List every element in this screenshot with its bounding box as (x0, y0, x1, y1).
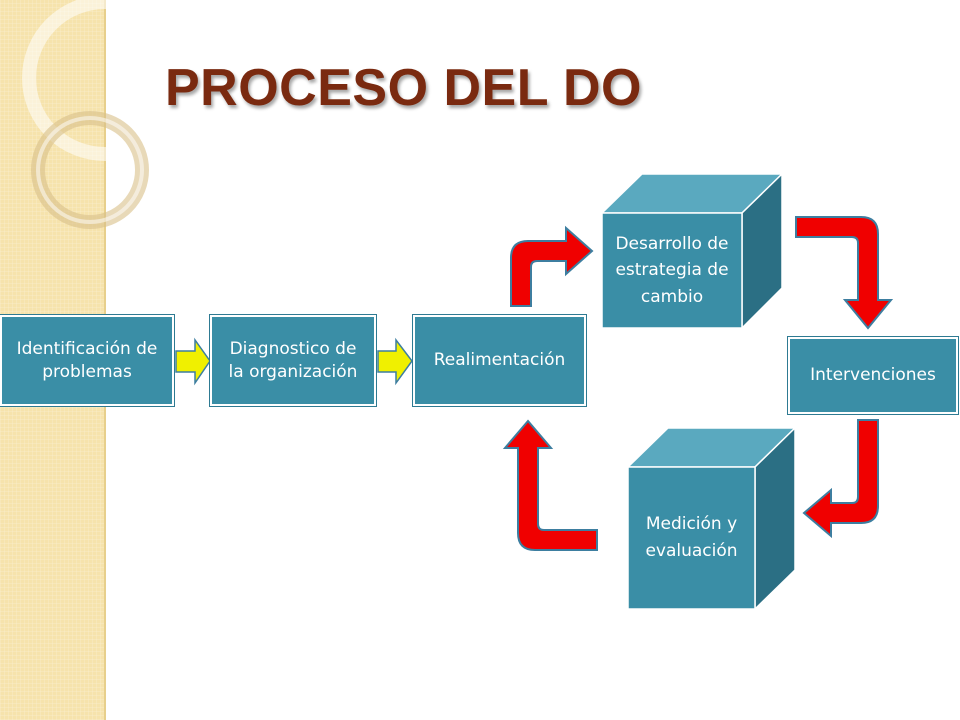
node-intervenciones: Intervenciones (788, 337, 958, 414)
node-identificacion: Identificación de problemas (0, 315, 174, 406)
ring-large (22, 0, 188, 161)
red-arrow-up-right (510, 225, 594, 307)
cube-front (627, 466, 756, 610)
cube-desarrollo (600, 172, 784, 330)
cube-front (601, 212, 743, 329)
node-desarrollo: Desarrollo de estrategia de cambio (615, 233, 729, 307)
node-realimentacion: Realimentación (413, 315, 586, 406)
decorative-rings (22, 0, 188, 229)
red-arrow-right-down (795, 216, 894, 330)
node-diagnostico: Diagnostico de la organización (210, 315, 376, 406)
red-arrow-down-left (802, 419, 879, 539)
ring-small-highlight (36, 116, 144, 224)
node-medicion: Medición y evaluación (645, 514, 738, 561)
yellow-arrow-2 (377, 337, 413, 386)
cube-medicion (626, 426, 797, 611)
page-title: PROCESO DEL DO (165, 59, 643, 117)
yellow-arrow-1 (175, 337, 211, 386)
red-arrow-left-up (502, 419, 598, 551)
